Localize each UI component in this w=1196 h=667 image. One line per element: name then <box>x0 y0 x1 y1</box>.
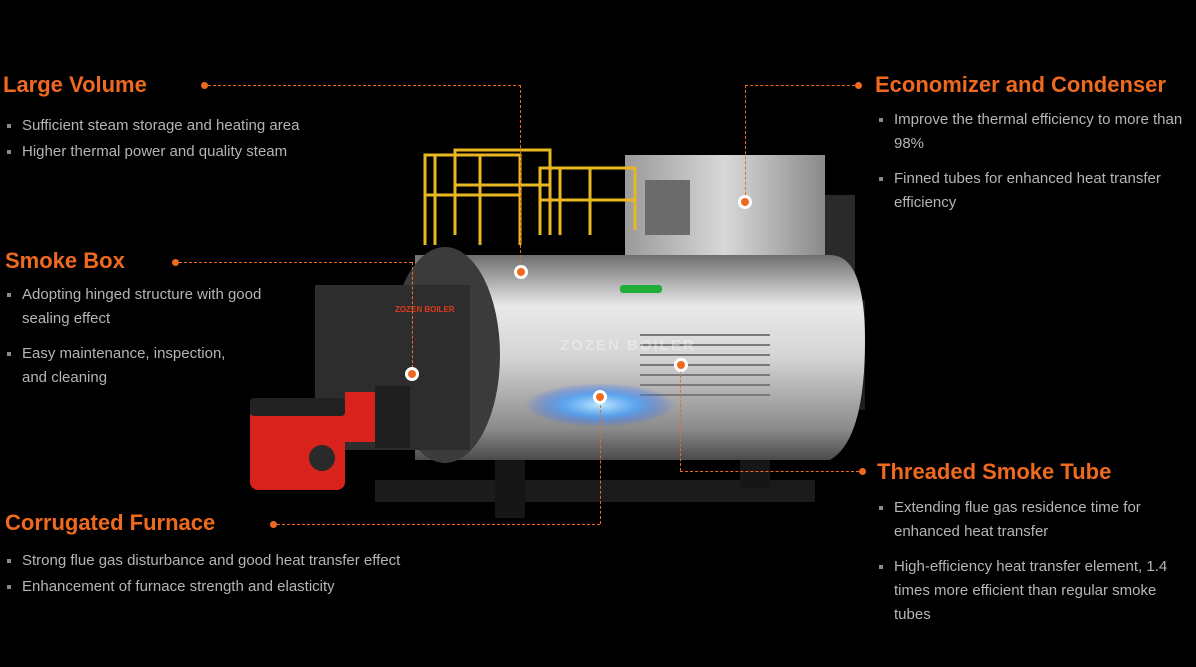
list-item: Adopting hinged structure with good seal… <box>4 283 304 331</box>
list-item: Enhancement of furnace strength and elas… <box>4 575 464 599</box>
callout-marker <box>405 367 419 381</box>
leader-line <box>680 471 859 472</box>
leader-line <box>745 85 855 86</box>
leader-dot <box>201 82 208 89</box>
leader-line <box>745 85 746 195</box>
threaded-smoke-tube-title: Threaded Smoke Tube <box>877 459 1112 484</box>
leader-line <box>179 262 412 263</box>
base-frame <box>375 480 815 502</box>
economizer-list: Improve the thermal efficiency to more t… <box>876 108 1191 226</box>
corrugated-furnace-title: Corrugated Furnace <box>5 510 216 535</box>
callout-marker <box>514 265 528 279</box>
list-item: Finned tubes for enhanced heat transfer … <box>876 167 1191 215</box>
smoke-box-list: Adopting hinged structure with good seal… <box>4 283 304 401</box>
leader-dot <box>172 259 179 266</box>
list-item: High-efficiency heat transfer element, 1… <box>876 555 1176 627</box>
safety-railing <box>423 148 637 245</box>
boiler-brand-label: ZOZEN BOILER <box>395 305 455 314</box>
smoke-tubes <box>640 334 770 396</box>
watermark: ZOZEN BOILER <box>560 337 696 354</box>
leader-dot <box>859 468 866 475</box>
burner <box>250 386 410 490</box>
leader-line <box>277 524 600 525</box>
list-item: Improve the thermal efficiency to more t… <box>876 108 1191 156</box>
large-volume-title: Large Volume <box>3 72 147 97</box>
corrugated-furnace-list: Strong flue gas disturbance and good hea… <box>4 549 464 610</box>
leader-line <box>208 85 521 86</box>
large-volume-list: Sufficient steam storage and heating are… <box>4 114 354 175</box>
callout-marker <box>674 358 688 372</box>
leader-dot <box>855 82 862 89</box>
list-item: Extending flue gas residence time for en… <box>876 496 1176 544</box>
list-item: Higher thermal power and quality steam <box>4 140 354 164</box>
callout-marker <box>738 195 752 209</box>
list-item: Sufficient steam storage and heating are… <box>4 114 354 138</box>
leader-line <box>600 400 601 524</box>
leader-line <box>680 370 681 471</box>
leader-line <box>412 262 413 368</box>
smoke-tube-list: Extending flue gas residence time for en… <box>876 496 1176 638</box>
smoke-box-title: Smoke Box <box>5 248 125 273</box>
list-item: Easy maintenance, inspection, and cleani… <box>4 342 252 390</box>
list-item: Strong flue gas disturbance and good hea… <box>4 549 464 573</box>
callout-marker <box>593 390 607 404</box>
boiler-illustration: ZOZEN BOILER ZOZEN BOILER <box>250 148 865 518</box>
economizer-title: Economizer and Condenser <box>875 72 1166 97</box>
leader-dot <box>270 521 277 528</box>
leader-line <box>520 85 521 268</box>
